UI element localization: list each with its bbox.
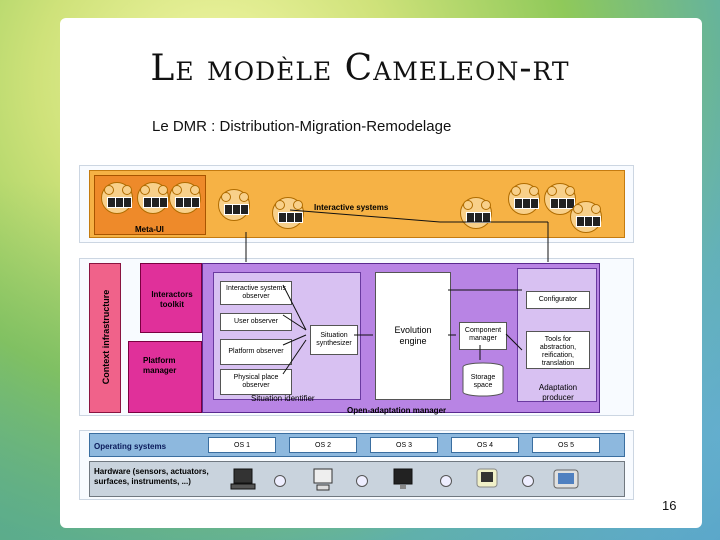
agent-icon (570, 201, 602, 233)
agent-icon (169, 182, 201, 214)
open-adaptation-manager-box: Interactive systems observer User observ… (202, 263, 600, 415)
adaptation-producer-box: Configurator Tools for abstraction, reif… (517, 268, 597, 402)
agent-icon (272, 197, 304, 229)
agent-icon (101, 182, 133, 214)
evolution-engine-label: Evolution engine (394, 325, 432, 346)
operating-systems-row: Operating systems OS 1 OS 2 OS 3 OS 4 OS… (89, 433, 625, 457)
adaptation-producer-label: Adaptation producer (538, 383, 578, 402)
os-box: OS 1 (208, 437, 276, 453)
interactive-systems-band: Meta-UI Interactive systems (79, 165, 634, 243)
platform-observer-box: Platform observer (220, 339, 292, 365)
agent-icon (460, 197, 492, 229)
network-link-icon (522, 475, 534, 487)
situation-identifier-label: Situation identifier (251, 394, 315, 403)
context-infrastructure-box: Context infrastructure (89, 263, 121, 413)
platform-manager-box: Platform manager (128, 341, 202, 413)
component-manager-box: Component manager (459, 322, 507, 350)
laptop-icon (230, 468, 256, 490)
computer-icon (313, 468, 333, 491)
interactive-systems-observer-box: Interactive systems observer (220, 281, 292, 305)
interactive-systems-label: Interactive systems (314, 203, 389, 212)
slide-title: Le modèle Cameleon-rt (150, 48, 570, 89)
network-link-icon (274, 475, 286, 487)
situation-identifier-box: Interactive systems observer User observ… (213, 272, 361, 400)
network-link-icon (356, 475, 368, 487)
interactors-toolkit-box: Interactors toolkit (140, 263, 202, 333)
interactive-systems-layer: Meta-UI Interactive systems (89, 170, 625, 238)
page-number: 16 (662, 498, 677, 513)
storage-space-cylinder: Storage space (459, 362, 507, 398)
hardware-label: Hardware (sensors, actuators, surfaces, … (94, 467, 209, 486)
os-box: OS 4 (451, 437, 519, 453)
meta-ui-box: Meta-UI (94, 175, 206, 235)
agent-icon (137, 182, 169, 214)
os-hardware-band: Operating systems OS 1 OS 2 OS 3 OS 4 OS… (79, 430, 634, 500)
os-box: OS 2 (289, 437, 357, 453)
monitor-icon (393, 468, 413, 489)
imac-icon (476, 468, 498, 488)
tools-box: Tools for abstraction, reification, tran… (526, 331, 590, 369)
hardware-row: Hardware (sensors, actuators, surfaces, … (89, 461, 625, 497)
slide-subtitle: Le DMR : Distribution-Migration-Remodela… (152, 118, 452, 135)
platform-manager-label: Platform manager (143, 356, 177, 375)
adaptation-band: Context infrastructure Interactors toolk… (79, 258, 634, 416)
agent-icon (218, 189, 250, 221)
physical-place-observer-box: Physical place observer (220, 369, 292, 395)
user-observer-box: User observer (220, 313, 292, 331)
os-box: OS 5 (532, 437, 600, 453)
evolution-engine-box: Evolution engine (375, 272, 451, 400)
situation-synthesizer-box: Situation synthesizer (310, 325, 358, 355)
agent-icon (508, 183, 540, 215)
open-adaptation-manager-label: Open-adaptation manager (347, 406, 447, 415)
meta-ui-label: Meta-UI (135, 225, 164, 234)
configurator-box: Configurator (526, 291, 590, 309)
operating-systems-label: Operating systems (94, 442, 167, 451)
network-link-icon (440, 475, 452, 487)
tablet-icon (553, 469, 579, 489)
interactors-toolkit-label: Interactors toolkit (151, 290, 193, 309)
os-box: OS 3 (370, 437, 438, 453)
storage-cylinder-icon (462, 362, 504, 397)
storage-space-label: Storage space (470, 374, 496, 389)
